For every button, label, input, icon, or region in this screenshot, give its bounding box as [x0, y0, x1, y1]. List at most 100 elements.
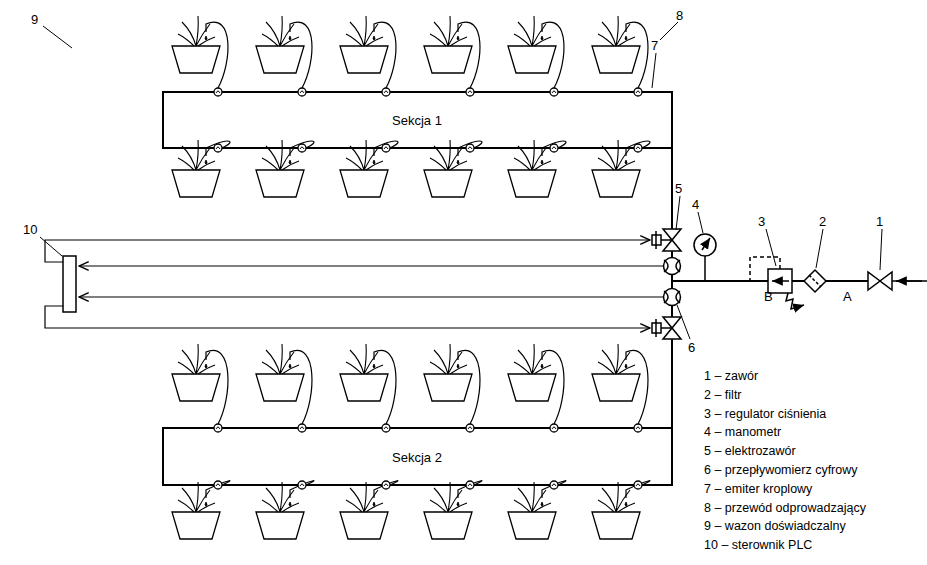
- drip-emitter: [216, 427, 220, 429]
- plant: [346, 482, 383, 512]
- drip-emitter: [382, 424, 390, 432]
- drip-emitter: [634, 481, 642, 489]
- pot: [592, 374, 640, 401]
- pot: [172, 46, 220, 73]
- drip-tube: [290, 22, 312, 88]
- section-label-box: Sekcja 1: [392, 113, 442, 128]
- drip-tube: [206, 141, 230, 156]
- key-entry: 1 – zawór: [704, 369, 758, 384]
- plant: [178, 344, 215, 374]
- callout-number: 3: [758, 214, 765, 229]
- key-entry: 3 – regulator ciśnienia: [704, 407, 826, 422]
- section-pipe-loop: [163, 92, 672, 148]
- pot: [172, 512, 220, 539]
- pot: [508, 170, 556, 197]
- pot: [172, 170, 220, 197]
- plant: [346, 344, 383, 374]
- drip-tube: [626, 22, 648, 88]
- plant: [262, 344, 299, 374]
- drop: [625, 160, 627, 164]
- drop: [205, 364, 207, 368]
- plant: [346, 140, 383, 170]
- drip-tube: [206, 481, 230, 498]
- drop: [541, 364, 543, 368]
- plant: [598, 140, 635, 170]
- pressure-regulator: [750, 257, 804, 309]
- drip-emitter: [214, 88, 222, 96]
- plant: [262, 140, 299, 170]
- drip-tube: [626, 481, 650, 498]
- pot: [592, 512, 640, 539]
- drip-emitter: [634, 88, 642, 96]
- drip-emitter: [298, 424, 306, 432]
- drip-emitter: [466, 88, 474, 96]
- drip-tube: [542, 350, 564, 424]
- drip-emitter: [216, 91, 220, 93]
- point-label: A: [843, 289, 852, 304]
- valve-symbol: [868, 272, 892, 290]
- solenoid-valve: [652, 317, 681, 339]
- pipe-network: [163, 92, 927, 485]
- filter-symbol: [804, 270, 826, 292]
- drip-emitter: [216, 147, 220, 149]
- drip-tube: [374, 141, 398, 156]
- drip-tube: [542, 22, 564, 88]
- pot: [508, 374, 556, 401]
- drip-emitter: [468, 484, 472, 486]
- drip-emitter: [466, 481, 474, 489]
- drip-emitter: [384, 484, 388, 486]
- callout-number: 2: [819, 214, 826, 229]
- drip-emitter: [550, 424, 558, 432]
- drop: [289, 160, 291, 164]
- callout-number: 9: [31, 12, 38, 27]
- pot: [424, 46, 472, 73]
- drip-emitter: [384, 147, 388, 149]
- drip-emitter: [214, 144, 222, 152]
- drip-emitter: [634, 144, 642, 152]
- callout-number: 10: [23, 222, 37, 237]
- drip-tube: [290, 481, 314, 498]
- drip-emitter: [468, 147, 472, 149]
- drop: [457, 160, 459, 164]
- drop: [457, 502, 459, 506]
- drip-emitter: [298, 144, 306, 152]
- section-name: Sekcja 1: [392, 113, 442, 128]
- key-entry: 4 – manometr: [704, 425, 781, 440]
- plant: [178, 140, 215, 170]
- drip-emitter: [468, 427, 472, 429]
- drip-tube: [290, 350, 312, 424]
- solenoid-valve: [652, 229, 681, 251]
- drip-emitter: [552, 427, 556, 429]
- pot: [508, 512, 556, 539]
- drip-emitter: [636, 427, 640, 429]
- plant: [178, 482, 215, 512]
- drip-emitter: [300, 147, 304, 149]
- pot: [256, 170, 304, 197]
- drip-emitter: [634, 424, 642, 432]
- drip-tube: [458, 481, 482, 498]
- section-name: Sekcja 2: [392, 450, 442, 465]
- pots-and-emitters: [172, 16, 650, 539]
- plant: [514, 140, 551, 170]
- drop: [205, 36, 207, 40]
- pot: [592, 46, 640, 73]
- drip-emitter: [300, 427, 304, 429]
- pot: [340, 170, 388, 197]
- key-entry: 7 – emiter kroplowy: [704, 482, 812, 497]
- drop: [289, 36, 291, 40]
- drip-tube: [206, 350, 228, 424]
- drip-emitter: [384, 91, 388, 93]
- pot: [256, 46, 304, 73]
- section-label-box: Sekcja 2: [392, 450, 442, 465]
- pot: [592, 170, 640, 197]
- callout-number: 5: [675, 181, 682, 196]
- pot: [340, 46, 388, 73]
- plant: [262, 16, 299, 46]
- drop: [289, 364, 291, 368]
- drip-tube: [374, 22, 396, 88]
- drip-emitter: [298, 88, 306, 96]
- drop: [457, 36, 459, 40]
- drip-tube: [206, 22, 228, 88]
- drip-emitter: [636, 147, 640, 149]
